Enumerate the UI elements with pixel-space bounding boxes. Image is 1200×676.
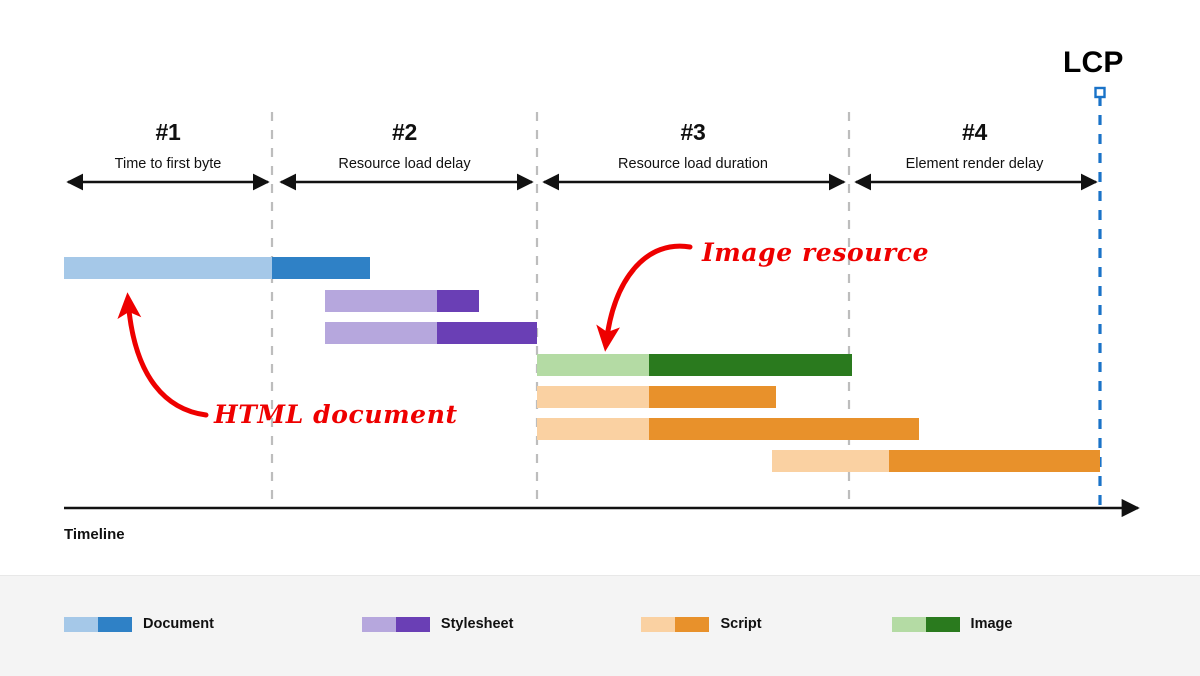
phase-number-2: #2 (392, 119, 417, 145)
waterfall-bar-script-5 (537, 386, 776, 408)
bar-segment-wait (64, 257, 272, 279)
phase-number-4: #4 (962, 119, 987, 145)
annotation-label-html-document: HTML document (214, 400, 458, 429)
legend-label-image: Image (970, 616, 1013, 633)
bar-segment-download (649, 354, 852, 376)
legend-swatch-document (64, 617, 132, 632)
waterfall-bar-stylesheet-3 (325, 322, 537, 344)
annotation-arrow-html-document (117, 292, 209, 418)
legend-swatch-stylesheet (361, 617, 430, 632)
waterfall-bar-stylesheet-2 (325, 290, 479, 312)
phase-block-4: #4 Element render delay (849, 121, 1100, 172)
legend-swatch-script (641, 617, 710, 632)
waterfall-bar-script-6 (537, 418, 919, 440)
waterfall-bar-document-1 (64, 257, 370, 279)
phase-name-1: Time to first byte (114, 156, 222, 172)
legend-row: Document Stylesheet Script Image (64, 617, 1012, 632)
bar-segment-wait (537, 354, 649, 376)
phase-block-3: #3 Resource load duration (537, 121, 849, 172)
legend-item-document[interactable]: Document (64, 617, 214, 632)
waterfall-bar-image-4 (537, 354, 852, 376)
annotation-arrow-image-resource (596, 243, 693, 352)
legend-label-document: Document (143, 616, 214, 633)
bar-segment-wait (325, 290, 437, 312)
legend-item-script[interactable]: Script (641, 616, 762, 633)
waterfall-bar-script-7 (772, 450, 1100, 472)
phase-block-1: #1 Time to first byte (64, 121, 272, 172)
legend-item-stylesheet[interactable]: Stylesheet (361, 616, 514, 633)
phase-name-4: Element render delay (905, 156, 1044, 172)
legend-panel: Document Stylesheet Script Image (0, 575, 1200, 676)
bar-segment-download (437, 290, 479, 312)
annotation-label-image-resource: Image resource (702, 238, 930, 267)
legend-label-script: Script (720, 616, 762, 633)
bar-segment-download (272, 257, 370, 279)
legend-swatch-image (891, 617, 960, 632)
timeline-caption: Timeline (64, 526, 125, 543)
bar-segment-wait (325, 322, 437, 344)
legend-item-image[interactable]: Image (891, 616, 1013, 633)
phase-name-2: Resource load delay (338, 156, 471, 172)
bar-segment-download (889, 450, 1100, 472)
bar-segment-download (649, 418, 919, 440)
lcp-label: LCP (1063, 46, 1124, 79)
bar-segment-download (437, 322, 537, 344)
phase-number-3: #3 (680, 119, 706, 145)
phase-number-1: #1 (155, 119, 181, 145)
legend-label-stylesheet: Stylesheet (440, 616, 514, 633)
bar-segment-download (649, 386, 776, 408)
phase-name-3: Resource load duration (618, 156, 768, 172)
bar-segment-wait (772, 450, 889, 472)
bar-segment-wait (537, 418, 649, 440)
phase-block-2: #2 Resource load delay (272, 121, 537, 172)
bar-segment-wait (537, 386, 649, 408)
